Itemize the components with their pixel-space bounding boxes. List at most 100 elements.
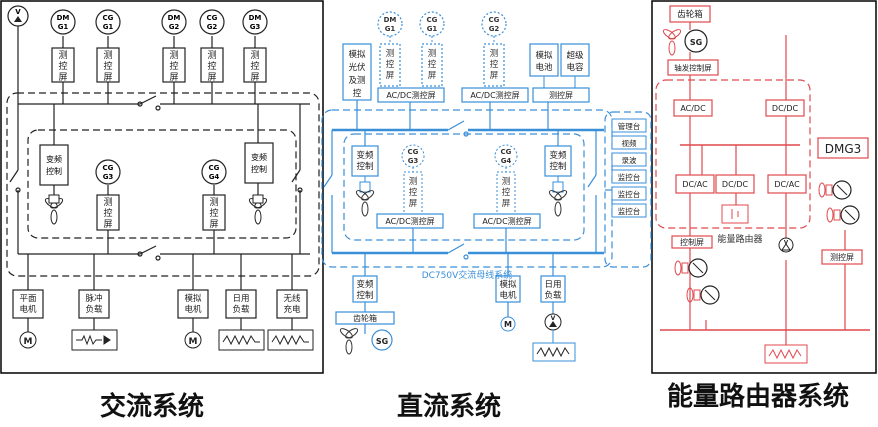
er-acdc-text: AC/DC <box>680 104 706 113</box>
dc-gen-ctrl-1-char-0: 测 <box>428 49 437 59</box>
dc-gen-l2-1: G1 <box>427 25 438 33</box>
ac-ctrl-text-1-char-1: 控 <box>103 60 112 72</box>
ac-gen-label-l2-1: G1 <box>103 23 114 31</box>
dc-right-panel-text-5: 监控台 <box>618 206 641 216</box>
er-shaft-ctrl: 轴发控制屏 <box>667 59 719 76</box>
dc-gen-ctrl-2-char-2: 屏 <box>490 71 499 81</box>
ac-load-text-1-line-0: 脉冲 <box>85 293 102 304</box>
dc-vfd-left-text-line-0: 变频 <box>356 150 374 161</box>
er-router-label: 能量路由器 <box>717 233 762 245</box>
ac-cg3-l1: CG <box>103 164 114 172</box>
ac-ctrl-text-0-char-2: 屏 <box>58 72 67 83</box>
ac-ctrl-text-2-char-2: 屏 <box>169 72 178 83</box>
ac-ctrl-text-0-char-1: 控 <box>58 60 67 72</box>
dc-caption: 直流系统 <box>397 392 502 422</box>
ac-cg3-ctrl-char-2: 屏 <box>103 219 112 230</box>
dc-motor-circle <box>500 316 516 332</box>
dc-acdc-1: AC/DC测控屏 <box>377 87 445 103</box>
er-sg-label: SG <box>690 38 702 47</box>
ac-vfd-left-l1: 变频 <box>46 154 62 164</box>
dc-acdc-3: AC/DC测控屏 <box>376 213 444 229</box>
dc-right-dashed <box>604 111 652 268</box>
ac-frame <box>0 0 324 374</box>
ac-ctrl-text-3-char-1: 控 <box>207 60 216 72</box>
dc-gen-ctrl-1-char-2: 屏 <box>428 71 437 81</box>
ac-ctrl-text-1-char-0: 测 <box>103 50 112 61</box>
er-dcac-right: DC/AC <box>767 174 807 194</box>
dc-gen-ctrl-0-char-1: 控 <box>386 59 395 70</box>
dc-gen-l2-0: G1 <box>385 25 396 33</box>
ac-ctrl-text-4-char-2: 屏 <box>250 72 259 83</box>
ac-load-text-4-line-0: 无线 <box>283 293 301 304</box>
dc-cg3-ctrl-char-0: 测 <box>409 177 418 187</box>
dc-load-text-1-line-0: 模拟 <box>499 279 517 290</box>
ac-motor-1-label: M <box>24 337 33 347</box>
dc-pv-text-line-1: 光伏 <box>348 62 366 73</box>
dc-fan-right-icon <box>548 190 568 217</box>
dc-gen-l2-2: G2 <box>489 25 500 33</box>
ac-ctrl-text-0-char-0: 测 <box>58 50 67 61</box>
er-battery-icon <box>721 204 749 224</box>
er-fan-icon <box>662 29 682 56</box>
dc-gen-l1-0: DM <box>384 16 397 24</box>
dc-acdc-1-text: AC/DC测控屏 <box>386 90 435 100</box>
er-motor-3-icon <box>818 180 852 200</box>
ac-gen-label-l2-2: G2 <box>169 23 180 31</box>
ac-cg3-l2: G3 <box>103 173 114 181</box>
ac-gen-v-label: V <box>15 8 21 16</box>
ac-load-text-2-line-1: 电机 <box>184 304 202 315</box>
dc-acdc-2: AC/DC测控屏 <box>461 87 529 103</box>
dc-acdc-4: AC/DC测控屏 <box>473 213 541 229</box>
ac-gen-label-l1-4: DM <box>249 14 262 22</box>
dc-sg-label: SG <box>376 337 388 346</box>
dc-acdc-2-text: AC/DC测控屏 <box>470 90 519 100</box>
dc-daily-load-box <box>532 342 576 362</box>
dc-acdc-3-text: AC/DC测控屏 <box>385 216 434 226</box>
er-motor-1-icon <box>674 258 708 278</box>
dc-right-panel-item-1: 视频 <box>611 135 647 150</box>
ac-gen-label-l2-3: G2 <box>207 23 218 31</box>
ac-ctrl-text-1-char-2: 屏 <box>103 72 112 83</box>
ac-load-text-2-line-0: 模拟 <box>184 293 202 304</box>
ac-gen-label-l2-4: G3 <box>250 23 261 31</box>
er-sg-circle <box>684 29 708 53</box>
ac-load-text-4-line-1: 充电 <box>283 304 301 315</box>
er-dcac-left-text: DC/AC <box>682 180 708 189</box>
ac-gen-cg4: CG G4 <box>201 159 227 231</box>
ac-cg3-ctrl-char-1: 控 <box>103 207 112 219</box>
dc-right-panel-item-0: 管理台 <box>611 118 647 133</box>
ac-ctrl-text-3-char-0: 测 <box>207 50 216 61</box>
dc-fan-bottom-icon <box>339 328 359 355</box>
ac-load-symbols: M M <box>19 329 314 351</box>
dc-vfd-right-box <box>552 181 564 193</box>
dc-gen-ctrl-1-char-1: 控 <box>428 59 437 70</box>
er-ctrl: 控制屏 <box>671 235 713 249</box>
dc-load-text-0-line-0: 变频 <box>356 279 374 290</box>
dc-cg3-ctrl-char-1: 控 <box>409 187 418 198</box>
ac-gen-label-l1-2: DM <box>168 14 181 22</box>
dc-vfd-right-text-line-0: 变频 <box>549 150 567 161</box>
dc-vfd-right-text-line-1: 控制 <box>549 161 566 172</box>
er-motor-4-icon <box>826 205 860 225</box>
er-acdc: AC/DC <box>673 99 713 117</box>
ac-gen-cg3: CG G3 <box>95 159 121 231</box>
er-ctrl2-text: 测控屏 <box>830 252 854 262</box>
ac-load-text-1-line-1: 负载 <box>85 304 103 315</box>
dc-gen-ctrl-0-char-2: 屏 <box>386 71 395 81</box>
er-dcdc-top-text: DC/DC <box>772 104 799 113</box>
dc-right-panel-text-0: 管理台 <box>618 121 641 131</box>
ac-system <box>6 36 320 332</box>
dc-ctrl-top-text: 测控屏 <box>549 90 573 100</box>
ac-cg4-ctrl-char-0: 测 <box>209 197 218 208</box>
